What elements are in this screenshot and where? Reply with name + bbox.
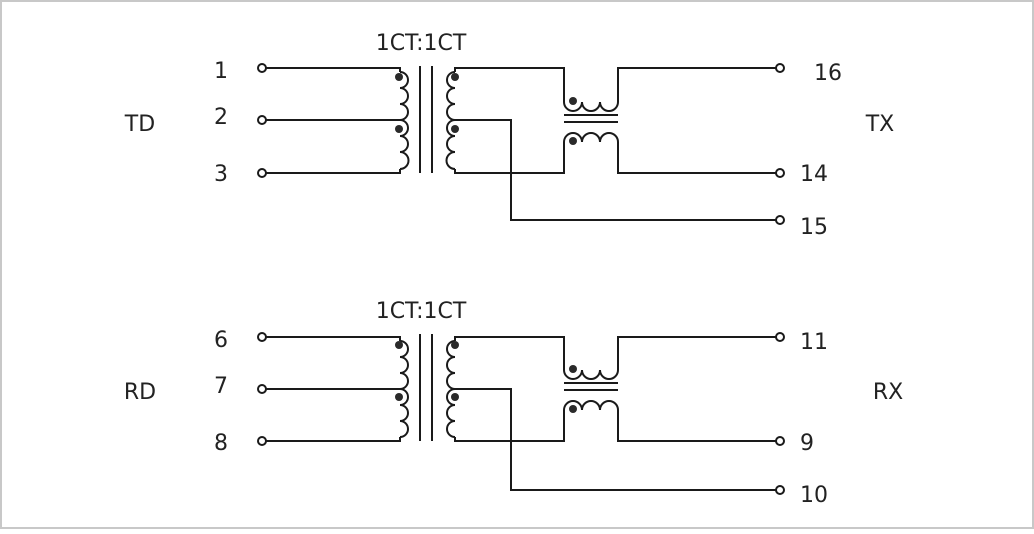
pin-terminal: [257, 332, 267, 342]
transformer-block-td-tx: [257, 63, 785, 225]
pin-number-1: 1: [214, 59, 228, 84]
polarity-dots-block1: [395, 73, 577, 145]
pin-terminal: [775, 485, 785, 495]
pin-terminal: [257, 115, 267, 125]
pin-terminal: [775, 63, 785, 73]
pin-number-2: 2: [214, 105, 228, 130]
signal-label-td: TD: [124, 112, 155, 137]
transformer-ratio-label: 1CT:1CT: [376, 31, 467, 56]
transformer-ratio-label: 1CT:1CT: [376, 299, 467, 324]
pin-number-8: 8: [214, 431, 228, 456]
pin-terminal: [257, 436, 267, 446]
pin-number-3: 3: [214, 162, 228, 187]
pin-terminal: [257, 384, 267, 394]
signal-label-tx: TX: [865, 112, 895, 137]
pin-number-15: 15: [800, 215, 828, 240]
pin-terminal: [257, 63, 267, 73]
pin-terminal: [775, 215, 785, 225]
pin-number-11: 11: [800, 330, 828, 355]
pin-terminal: [775, 332, 785, 342]
signal-label-rx: RX: [873, 380, 903, 405]
pin-number-9: 9: [800, 431, 814, 456]
polarity-dots-block2: [395, 341, 577, 413]
signal-label-rd: RD: [124, 380, 156, 405]
pin-terminal: [257, 168, 267, 178]
pin-number-6: 6: [214, 328, 228, 353]
transformer-block-rd-rx: [257, 332, 785, 495]
pin-number-14: 14: [800, 162, 828, 187]
pin-number-16: 16: [814, 61, 842, 86]
pin-terminal: [775, 168, 785, 178]
pin-number-10: 10: [800, 483, 828, 508]
pin-number-7: 7: [214, 374, 228, 399]
pin-terminal: [775, 436, 785, 446]
